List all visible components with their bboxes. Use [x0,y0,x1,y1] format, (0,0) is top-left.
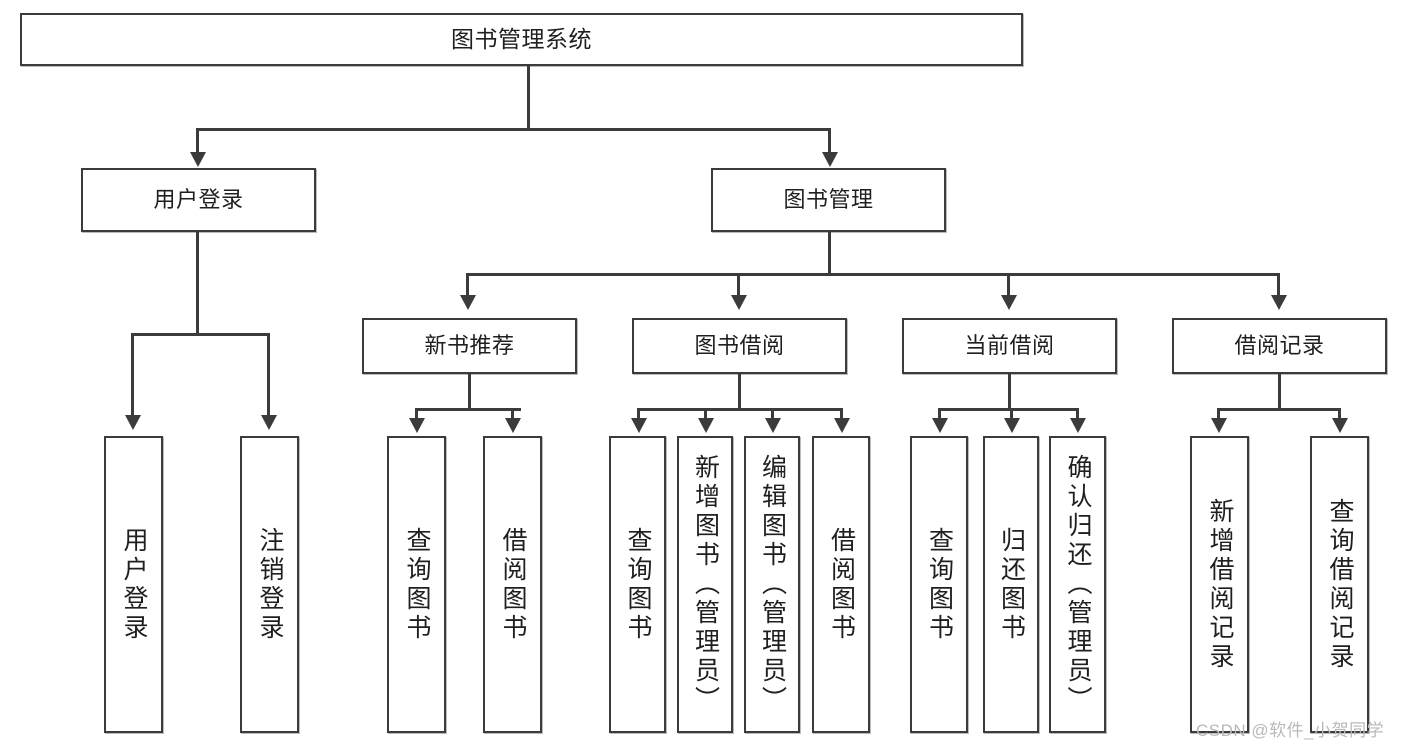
arrow-to-leaf-add-book [698,418,714,433]
leaf-query-book-1-label: 查询图书 [403,526,431,643]
arrow-to-leaf-user-login [125,415,141,430]
leaf-borrow-book-1-label: 借阅图书 [499,526,527,643]
arrow-to-leaf-confirm-return [1070,418,1086,433]
node-borrow-record[interactable]: 借阅记录 [1172,318,1387,374]
arrow-to-leaf-borrow-book-1 [505,418,521,433]
connector-book-borrow-drop-2 [704,408,707,420]
node-user-login-label: 用户登录 [153,186,244,212]
arrow-to-leaf-query-record [1332,418,1348,433]
csdn-watermark: CSDN @软件_小贺同学 [1196,721,1385,740]
connector-book-manage-drop-1 [466,273,469,297]
node-root-label: 图书管理系统 [451,25,592,52]
leaf-add-record[interactable]: 新增借阅记录 [1190,436,1249,733]
arrow-to-leaf-logout [261,415,277,430]
connector-borrow-record-drop-2 [1338,408,1341,420]
connector-user-login-left-drop [131,333,134,417]
leaf-confirm-return-label: 确认归还（管理员） [1064,454,1092,715]
connector-new-book-rec-bus [415,408,521,411]
arrow-to-leaf-query-book-2 [631,418,647,433]
connector-book-borrow-drop-4 [840,408,843,420]
leaf-query-book-3[interactable]: 查询图书 [910,436,968,733]
arrow-to-leaf-add-record [1211,418,1227,433]
connector-book-borrow-bus [637,408,843,411]
leaf-edit-book[interactable]: 编辑图书（管理员） [744,436,800,733]
connector-new-book-rec-drop-1 [415,408,418,420]
arrow-to-leaf-query-book-3 [932,418,948,433]
connector-root-stem [527,66,530,129]
arrow-to-leaf-edit-book [765,418,781,433]
arrow-to-leaf-borrow-book-2 [834,418,850,433]
node-borrow-record-label: 借阅记录 [1234,332,1325,358]
leaf-query-record[interactable]: 查询借阅记录 [1310,436,1369,733]
connector-new-book-rec-stem [468,374,471,410]
connector-current-borrow-stem [1008,374,1011,410]
connector-current-borrow-drop-3 [1076,408,1079,420]
connector-root-to-book-manage [828,128,831,154]
node-user-login[interactable]: 用户登录 [81,168,316,232]
leaf-query-book-3-label: 查询图书 [925,526,954,643]
leaf-query-book-1[interactable]: 查询图书 [387,436,446,733]
leaf-query-record-label: 查询借阅记录 [1326,497,1354,672]
leaf-add-record-label: 新增借阅记录 [1206,497,1234,672]
connector-root-bus [196,128,831,131]
leaf-user-login-label: 用户登录 [120,526,148,643]
arrow-root-to-user-login [190,152,206,167]
leaf-return-book-label: 归还图书 [997,526,1026,643]
connector-book-borrow-drop-1 [637,408,640,420]
leaf-add-book[interactable]: 新增图书（管理员） [677,436,733,733]
connector-book-borrow-stem [738,374,741,410]
node-root[interactable]: 图书管理系统 [20,13,1023,66]
leaf-return-book[interactable]: 归还图书 [983,436,1039,733]
connector-borrow-record-drop-1 [1217,408,1220,420]
leaf-user-login[interactable]: 用户登录 [104,436,163,733]
leaf-confirm-return[interactable]: 确认归还（管理员） [1049,436,1106,733]
arrow-to-leaf-query-book-1 [409,418,425,433]
leaf-borrow-book-2-label: 借阅图书 [827,526,856,643]
connector-book-manage-drop-2 [737,273,740,297]
arrow-to-current-borrow [1001,295,1017,310]
node-current-borrow[interactable]: 当前借阅 [902,318,1117,374]
connector-current-borrow-drop-1 [938,408,941,420]
leaf-logout[interactable]: 注销登录 [240,436,299,733]
node-current-borrow-label: 当前借阅 [964,332,1055,358]
connector-new-book-rec-drop-2 [511,408,514,420]
leaf-borrow-book-2[interactable]: 借阅图书 [812,436,870,733]
connector-borrow-record-stem [1278,374,1281,410]
connector-user-login-bus [131,333,269,336]
connector-book-manage-bus [466,273,1280,276]
connector-current-borrow-drop-2 [1010,408,1013,420]
connector-book-manage-drop-3 [1007,273,1010,297]
connector-current-borrow-bus [938,408,1078,411]
arrow-to-new-book-rec [460,295,476,310]
connector-book-manage-stem [828,232,831,274]
connector-book-manage-drop-4 [1277,273,1280,297]
leaf-logout-label: 注销登录 [256,526,284,643]
node-book-manage-label: 图书管理 [783,186,874,212]
leaf-query-book-2-label: 查询图书 [624,526,652,643]
leaf-edit-book-label: 编辑图书（管理员） [758,454,787,715]
connector-root-to-user-login [196,128,199,154]
node-book-borrow-label: 图书借阅 [694,332,785,358]
node-new-book-rec-label: 新书推荐 [424,332,515,358]
leaf-query-book-2[interactable]: 查询图书 [609,436,666,733]
node-new-book-rec[interactable]: 新书推荐 [362,318,577,374]
connector-book-borrow-drop-3 [771,408,774,420]
leaf-borrow-book-1[interactable]: 借阅图书 [483,436,542,733]
arrow-to-book-borrow [731,295,747,310]
connector-borrow-record-bus [1217,408,1341,411]
arrow-to-borrow-record [1271,295,1287,310]
node-book-borrow[interactable]: 图书借阅 [632,318,847,374]
node-book-manage[interactable]: 图书管理 [711,168,946,232]
arrow-to-leaf-return-book [1004,418,1020,433]
connector-user-login-stem [196,232,199,334]
leaf-add-book-label: 新增图书（管理员） [691,454,720,715]
connector-user-login-right-drop [267,333,270,417]
arrow-root-to-book-manage [822,152,838,167]
